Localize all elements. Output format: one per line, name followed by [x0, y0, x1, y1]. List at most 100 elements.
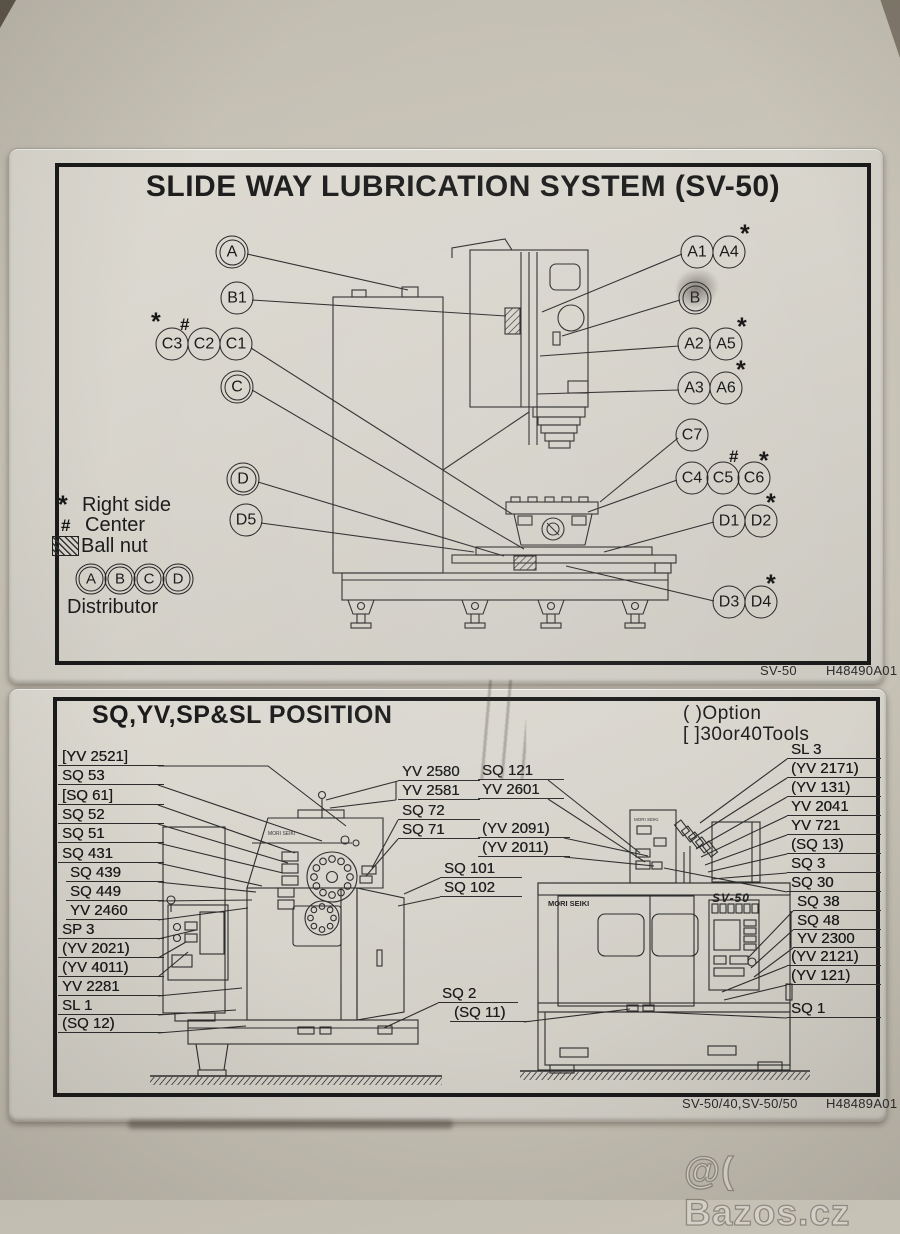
- label-yv721: YV 721: [787, 818, 881, 835]
- star-marker: *: [766, 570, 776, 598]
- plate2-border: [53, 697, 880, 1097]
- label-sq1: SQ 1: [787, 1001, 881, 1018]
- callout-d1: D1: [712, 504, 746, 538]
- label-yv121: (YV 121): [787, 968, 881, 985]
- callout-a: A: [215, 235, 249, 269]
- plate1-footer-code: H48490A01: [826, 663, 898, 678]
- label-sq101: SQ 101: [440, 861, 522, 878]
- label-sq121: SQ 121: [478, 763, 564, 780]
- brand-right-machine-head: MORI SEIKI: [634, 817, 659, 822]
- label-sq51: SQ 51: [58, 826, 164, 843]
- callout-d3: D3: [712, 585, 746, 619]
- callout-d4: D4: [744, 585, 778, 619]
- callout-d2: D2: [744, 504, 778, 538]
- label-sq53: SQ 53: [58, 768, 164, 785]
- brand-left-machine: MORI SEIKI: [268, 831, 295, 837]
- label-sq439: SQ 439: [66, 865, 164, 882]
- distributor-b: B: [104, 563, 136, 595]
- machine-side-view-drawing: [332, 238, 677, 629]
- star-marker: *: [766, 489, 776, 517]
- plate-position: [8, 688, 887, 1122]
- callout-c4: C4: [675, 461, 709, 495]
- label-yv2171: (YV 2171): [787, 761, 881, 778]
- callout-c1: C1: [219, 327, 253, 361]
- callout-c5: C5: [706, 461, 740, 495]
- callout-c7: C7: [675, 418, 709, 452]
- hash-marker: #: [729, 447, 739, 466]
- label-sq48: SQ 48: [793, 913, 881, 930]
- label-yv2121: (YV 2121): [787, 949, 881, 966]
- plate2-footer-model: SV-50/40,SV-50/50: [682, 1096, 798, 1111]
- label-yv2281: YV 2281: [58, 979, 164, 996]
- label-sq431: SQ 431: [58, 846, 164, 863]
- legend-star-icon: *: [58, 491, 68, 519]
- hash-marker: #: [180, 315, 190, 334]
- brand-right-machine-door: MORI SEIKI: [548, 899, 589, 908]
- label-yv2021: (YV 2021): [58, 941, 164, 958]
- callout-c2: C2: [187, 327, 221, 361]
- distributor-c: C: [133, 563, 165, 595]
- label-yv131: (YV 131): [787, 780, 881, 797]
- model-right-machine: SV-50: [712, 891, 750, 905]
- callout-c: C: [220, 370, 254, 404]
- callout-d5: D5: [229, 503, 263, 537]
- callout-a1: A1: [680, 235, 714, 269]
- callout-d: D: [226, 462, 260, 496]
- callout-c6: C6: [737, 461, 771, 495]
- label-sq72: SQ 72: [398, 803, 480, 820]
- label-yv2521: [YV 2521]: [58, 749, 164, 766]
- machine-left-drawing: MORI SEIKI: [162, 790, 419, 1077]
- callout-a4: A4: [712, 235, 746, 269]
- legend-distributor: Distributor: [67, 596, 159, 618]
- callout-a3: A3: [677, 371, 711, 405]
- technical-line-art: MORI SEIKI: [150, 238, 810, 1085]
- note-option: ( )Option: [683, 703, 762, 724]
- plate1-border: [55, 163, 871, 665]
- label-sq13: (SQ 13): [787, 837, 881, 854]
- label-sq11: (SQ 11): [450, 1005, 530, 1022]
- label-sq3: SQ 3: [787, 856, 881, 873]
- callout-b: B: [678, 281, 712, 315]
- label-yv4011: (YV 4011): [58, 960, 164, 977]
- legend-hash-icon: #: [61, 516, 71, 535]
- label-sl1: SL 1: [58, 998, 164, 1015]
- callout-a6: A6: [709, 371, 743, 405]
- legend-right-side: Right side: [82, 494, 171, 516]
- label-yv2091: (YV 2091): [478, 821, 570, 838]
- machine-right-drawing: MORI SEIKI MORI SEIKI SV-50: [537, 809, 793, 1074]
- label-sp3: SP 3: [58, 922, 164, 939]
- callout-a2: A2: [677, 327, 711, 361]
- legend-ball-nut: Ball nut: [81, 535, 148, 557]
- label-yv2601: YV 2601: [478, 782, 564, 799]
- note-tools: [ ]30or40Tools: [683, 724, 810, 745]
- label-sq102: SQ 102: [440, 880, 522, 897]
- label-yv2300: YV 2300: [793, 931, 881, 948]
- panel1-leader-lines: [246, 253, 715, 602]
- plate2-footer-code: H48489A01: [826, 1096, 898, 1111]
- label-yv2580: YV 2580: [398, 764, 480, 781]
- star-marker: *: [737, 313, 747, 341]
- label-yv2011: (YV 2011): [478, 840, 570, 857]
- label-sq61: [SQ 61]: [58, 788, 164, 805]
- label-yv2581: YV 2581: [398, 783, 480, 800]
- label-sq38: SQ 38: [793, 894, 881, 911]
- star-marker: *: [759, 447, 769, 475]
- label-sq52: SQ 52: [58, 807, 164, 824]
- star-marker: *: [736, 356, 746, 384]
- star-marker: *: [740, 220, 750, 248]
- plate1-footer-model: SV-50: [760, 663, 797, 678]
- ground-hatching: [150, 1070, 810, 1085]
- ball-nut-hatch-icon: [52, 536, 79, 556]
- plate1-title: SLIDE WAY LUBRICATION SYSTEM (SV-50): [145, 170, 781, 203]
- label-sq2: SQ 2: [438, 986, 518, 1003]
- callout-a5: A5: [709, 327, 743, 361]
- label-sq71: SQ 71: [398, 822, 480, 839]
- label-sq30: SQ 30: [787, 875, 881, 892]
- distributor-d: D: [162, 563, 194, 595]
- legend-center: Center: [85, 514, 146, 536]
- distributor-a: A: [75, 563, 107, 595]
- callout-b1: B1: [220, 281, 254, 315]
- label-sq12: (SQ 12): [58, 1016, 164, 1033]
- panel2-leader-lines: [157, 758, 794, 1034]
